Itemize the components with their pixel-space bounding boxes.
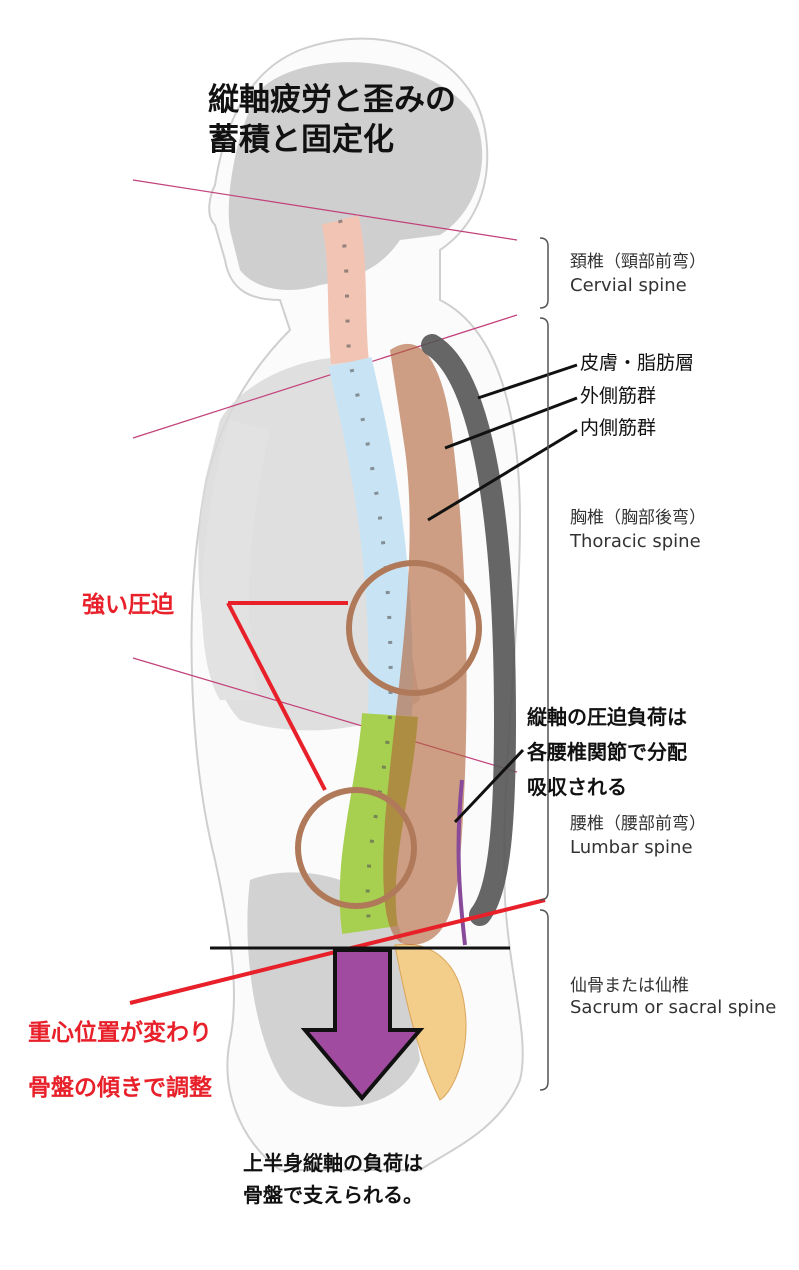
pelvis-note-1: 重心位置が変わり [28,1020,212,1046]
cervical-label-jp: 頚椎（頸部前弯） [570,252,706,272]
layer-outer-muscle: 外側筋群 [580,385,657,407]
thoracic-label-jp: 胸椎（胸部後弯） [570,508,706,528]
vertebra-joints [338,219,393,931]
cervical-label-en: Cervial spine [570,275,687,296]
skull [228,62,483,290]
skin-fat-band [421,334,517,926]
title-line-2: 蓄積と固定化 [208,122,394,158]
purple-line [456,779,467,946]
lumbar-note-2: 各腰椎関節で分配 [527,740,687,764]
sacrum [394,943,467,1101]
title-line-1: 縦軸疲労と歪みの [208,82,456,118]
outer-muscle-band [383,343,467,945]
layer-inner-muscle: 内側筋群 [580,417,657,439]
layer-skin-fat: 皮膚・脂肪層 [580,352,695,374]
support-note-1: 上半身縦軸の負荷は [243,1151,423,1175]
arm [201,420,270,700]
sacrum-label-jp: 仙骨または仙椎 [570,976,689,996]
support-note-2: 骨盤で支えられる。 [243,1183,423,1207]
strong-compression-label: 強い圧迫 [82,592,174,618]
lumbar-label-en: Lumbar spine [570,837,693,858]
pelvis-note-2: 骨盤の傾きで調整 [28,1075,212,1101]
sacrum-label-en: Sacrum or sacral spine [570,997,777,1018]
lumbar-note-1: 縦軸の圧迫負荷は [527,705,687,729]
lumbar-note-3: 吸収される [527,775,627,799]
thoracic-label-en: Thoracic spine [570,531,701,552]
region-brackets [539,237,549,1091]
lumbar-label-jp: 腰椎（腰部前弯） [570,814,706,834]
compression-circle-thoracic [346,560,482,696]
layer-pointers [427,363,578,824]
compression-circle-lumbar [295,787,417,909]
cervical-spine [321,215,369,365]
load-arrow [300,948,425,1102]
thoracic-spine [328,357,413,716]
